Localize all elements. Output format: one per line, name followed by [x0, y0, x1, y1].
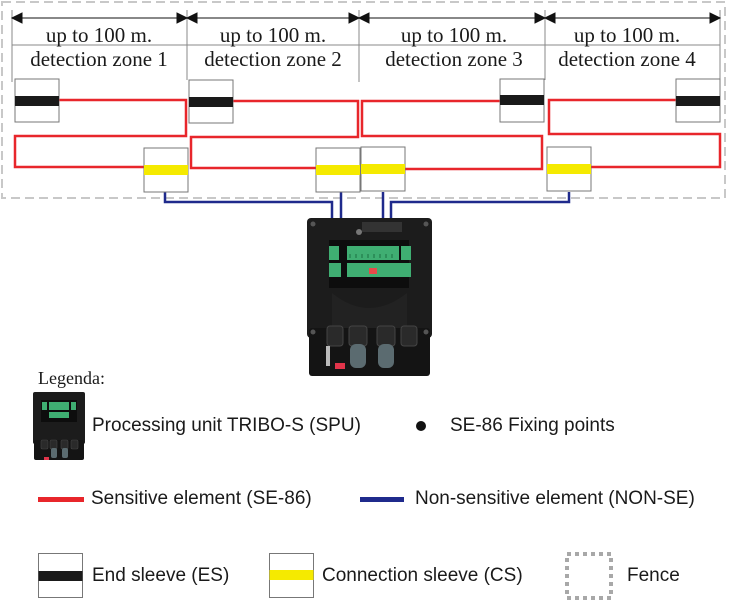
end-sleeve-legend-icon [38, 553, 83, 598]
connection-sleeves [143, 146, 592, 193]
zone-1-distance-label: up to 100 m. [46, 23, 152, 47]
zone-4-distance-label: up to 100 m. [574, 23, 680, 47]
legend-processing-unit-label: Processing unit TRIBO-S (SPU) [92, 415, 361, 436]
zone-4-label: detection zone 4 [558, 47, 696, 71]
dimension-arrows [10, 12, 722, 24]
zone-2-distance-label: up to 100 m. [220, 23, 326, 47]
zone-2-label: detection zone 2 [204, 47, 342, 71]
zone-dividers [11, 10, 721, 82]
zone-2-arrow [185, 12, 361, 24]
end-sleeve-zone-3 [499, 78, 545, 123]
non-sensitive-element-legend-icon [360, 497, 404, 502]
legend-sensitive-element-label: Sensitive element (SE-86) [91, 488, 312, 509]
legend-non-sensitive-element-label: Non-sensitive element (NON-SE) [415, 488, 695, 509]
processing-unit-legend-icon [33, 392, 85, 460]
zone-1-non-sensitive-cable [163, 192, 334, 218]
sensitive-element-cables [13, 98, 722, 171]
zone-4-non-sensitive-cable [389, 192, 571, 218]
connection-sleeve-zone-2 [315, 147, 361, 193]
end-sleeve-zone-2 [188, 79, 234, 124]
zone-4-sensitive-cable [547, 98, 722, 169]
sensitive-element-legend-icon [38, 497, 84, 502]
connection-sleeve-zone-1 [143, 147, 189, 193]
zone-4-arrow [543, 12, 722, 24]
zone-3-label: detection zone 3 [385, 47, 523, 71]
non-sensitive-element-cables [163, 192, 571, 218]
zone-3-arrow [357, 12, 547, 24]
legend-fence-label: Fence [627, 565, 680, 586]
fixing-point-legend-icon [416, 421, 426, 431]
zone-3-distance-label: up to 100 m. [401, 23, 507, 47]
end-sleeve-zone-1 [14, 78, 60, 123]
legend-connection-sleeve-label: Connection sleeve (CS) [322, 565, 523, 586]
fence-legend-icon [565, 552, 613, 600]
zone-2-sensitive-cable [189, 99, 360, 170]
zone-1-label: detection zone 1 [30, 47, 168, 71]
connection-sleeve-zone-4 [546, 146, 592, 192]
end-sleeves [14, 78, 721, 124]
zone-1-sensitive-cable [13, 98, 188, 169]
fence-outline [1, 1, 726, 199]
legend-end-sleeve-label: End sleeve (ES) [92, 565, 230, 586]
processing-unit-image [307, 218, 432, 376]
legend-fixing-points-label: SE-86 Fixing points [450, 415, 615, 436]
connection-sleeve-legend-icon [269, 553, 314, 598]
zone-3-sensitive-cable [360, 99, 544, 171]
end-sleeve-zone-4 [675, 78, 721, 123]
legend-title: Legenda: [38, 368, 105, 388]
connection-sleeve-zone-3 [360, 146, 406, 192]
zone-1-arrow [10, 12, 189, 24]
